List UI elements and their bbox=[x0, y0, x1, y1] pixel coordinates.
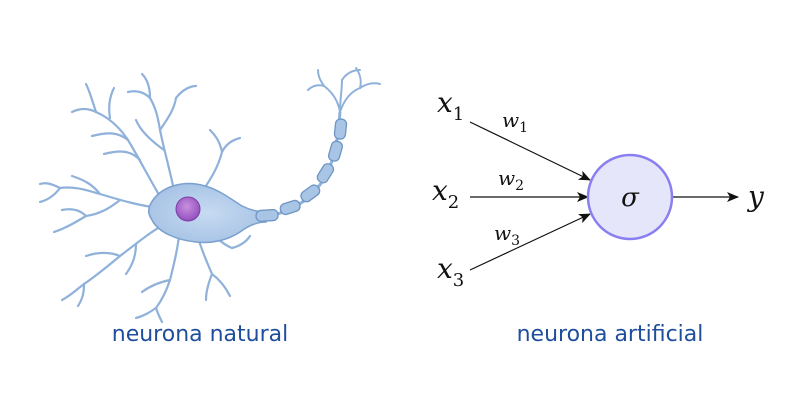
activation-symbol: σ bbox=[621, 183, 640, 213]
biological-neuron bbox=[38, 67, 381, 324]
edge-x3 bbox=[469, 213, 591, 271]
weight-w2: w2 bbox=[498, 166, 524, 194]
input-x2: x2 bbox=[432, 174, 459, 213]
edge-x1 bbox=[469, 121, 591, 181]
caption-artificial-neuron: neurona artificial bbox=[516, 322, 704, 347]
caption-natural-neuron: neurona natural bbox=[111, 322, 289, 347]
nucleus bbox=[175, 196, 201, 222]
artificial-neuron: σ x1 x2 x3 w1 w2 w3 y bbox=[432, 86, 765, 291]
dendrites bbox=[38, 72, 252, 324]
output-y: y bbox=[746, 180, 765, 213]
axon-terminals bbox=[307, 67, 381, 113]
activation-node bbox=[586, 153, 674, 241]
weight-w1: w1 bbox=[502, 108, 528, 136]
axon bbox=[255, 111, 348, 223]
input-x3: x3 bbox=[437, 252, 464, 291]
weight-w3: w3 bbox=[494, 221, 520, 249]
input-x1: x1 bbox=[437, 86, 464, 125]
soma bbox=[147, 182, 267, 244]
